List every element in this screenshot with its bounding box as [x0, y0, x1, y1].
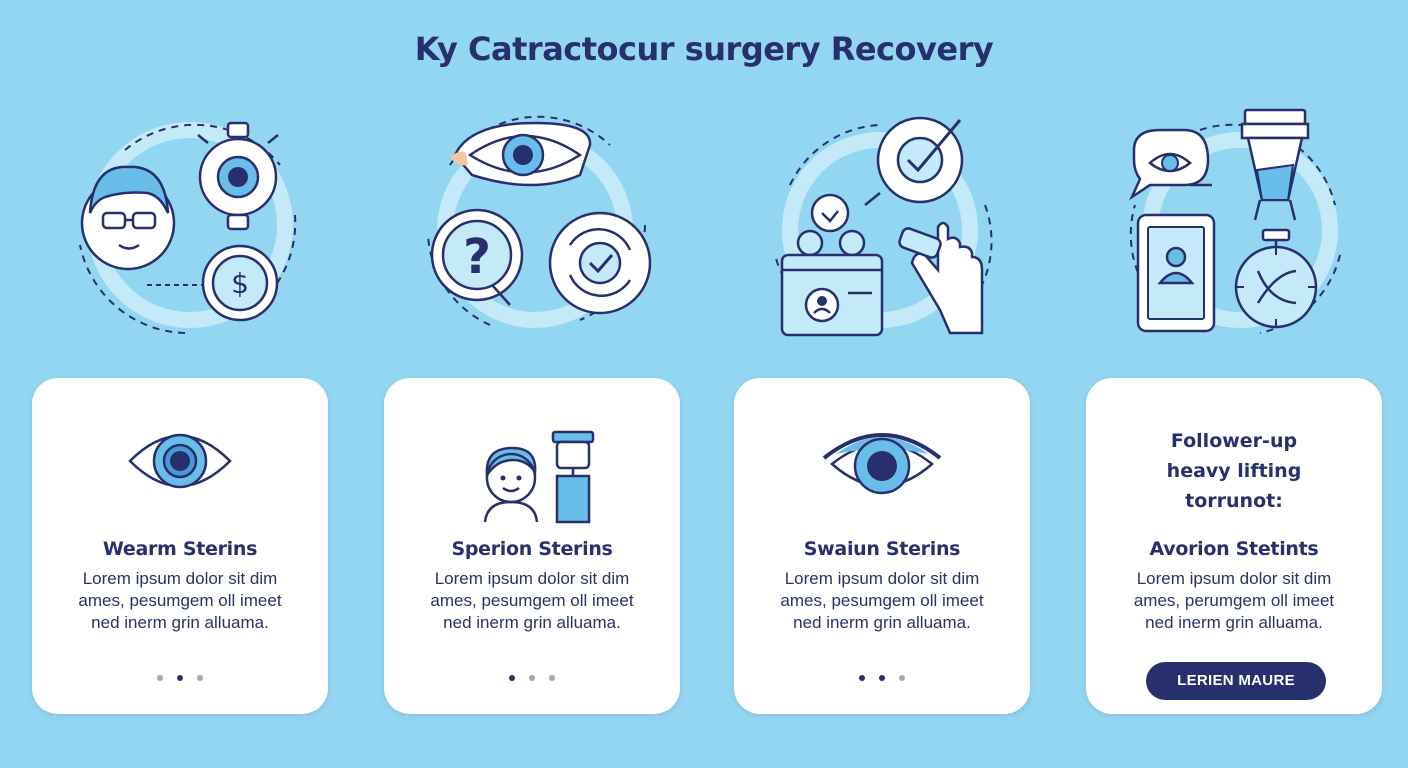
card-heading: Avorion Stetints	[1149, 538, 1319, 560]
questions-illustration: ?	[427, 115, 652, 328]
card-body: Lorem ipsum dolor sit dim ames, pesumgem…	[756, 568, 1008, 634]
pagination-dots	[734, 668, 1030, 686]
hand-pointer-icon	[898, 221, 984, 335]
eye-icon	[450, 121, 592, 187]
eye-target-icon	[197, 121, 279, 231]
pagination-dot-active[interactable]	[879, 675, 885, 681]
card-body-line: ned inerm grin alluama.	[793, 613, 971, 632]
eye-icon	[32, 426, 328, 526]
illustration-followup	[1110, 105, 1360, 345]
check-refresh-icon	[548, 211, 652, 315]
pagination-dots	[384, 668, 680, 686]
card-body-line: ned inerm grin alluama.	[443, 613, 621, 632]
illustration-consultation: $	[65, 105, 315, 345]
card-body-line: Lorem ipsum dolor sit dim	[784, 569, 980, 588]
person-with-glasses-icon	[80, 165, 176, 271]
pagination-dot[interactable]	[157, 675, 163, 681]
pagination-dot[interactable]	[197, 675, 203, 681]
card-4: Follower-up heavy lifting torrunot: Avor…	[1086, 378, 1382, 714]
eye-icon	[734, 426, 1030, 526]
card-heading: Wearm Sterins	[102, 538, 258, 560]
followup-line: Follower-up	[1170, 430, 1298, 452]
pagination-dot[interactable]	[899, 675, 905, 681]
followup-line: heavy lifting	[1166, 460, 1302, 482]
pagination-dot-active[interactable]	[177, 675, 183, 681]
pagination-dot[interactable]	[549, 675, 555, 681]
illustration-questions: ?	[410, 105, 660, 345]
id-card-icon	[780, 193, 884, 337]
chat-eye-icon	[1129, 128, 1212, 201]
followup-illustration	[1129, 108, 1341, 334]
illustration-scheduling	[760, 105, 1010, 345]
card-body-line: ames, pesumgem oll imeet	[430, 591, 634, 610]
card-body-line: ames, pesumgem oll imeet	[78, 591, 282, 610]
dollar-coin-icon: $	[147, 244, 279, 322]
card-body-line: ned inerm grin alluama.	[1145, 613, 1323, 632]
card-body-line: ned inerm grin alluama.	[91, 613, 269, 632]
clock-check-icon	[864, 116, 964, 206]
svg-text:?: ?	[463, 229, 491, 285]
pagination-dot-active[interactable]	[509, 675, 515, 681]
eye-drop-bottle-icon	[1240, 108, 1310, 221]
card-2: Sperion Sterins Lorem ipsum dolor sit di…	[384, 378, 680, 714]
card-body-line: ames, pesumgem oll imeet	[780, 591, 984, 610]
people-icon	[384, 426, 680, 526]
card-body-line: Lorem ipsum dolor sit dim	[82, 569, 278, 588]
followup-line: torrunot:	[1185, 490, 1283, 512]
card-body-line: ames, perumgem oll imeet	[1133, 591, 1335, 610]
card-body-line: Lorem ipsum dolor sit dim	[434, 569, 630, 588]
question-mark-icon: ?	[430, 208, 524, 306]
pagination-dots	[32, 668, 328, 686]
card-3: Swaiun Sterins Lorem ipsum dolor sit dim…	[734, 378, 1030, 714]
learn-more-button[interactable]: LERIEN MAURE	[1146, 662, 1326, 700]
card-heading: Sperion Sterins	[451, 538, 613, 560]
card-body-line: Lorem ipsum dolor sit dim	[1136, 569, 1332, 588]
svg-text:$: $	[231, 267, 249, 300]
pagination-dot[interactable]	[529, 675, 535, 681]
timer-icon	[1234, 228, 1318, 329]
page-title: Ky Catractocur surgery Recovery	[414, 30, 994, 68]
pagination-dot-active[interactable]	[859, 675, 865, 681]
followup-heading: Follower-up heavy lifting torrunot:	[1086, 426, 1382, 516]
card-body: Lorem ipsum dolor sit dim ames, perumgem…	[1108, 568, 1360, 634]
card-heading: Swaiun Sterins	[803, 538, 961, 560]
tablet-user-icon	[1136, 213, 1216, 333]
scheduling-illustration	[774, 116, 993, 337]
card-body: Lorem ipsum dolor sit dim ames, pesumgem…	[54, 568, 306, 634]
card-1: Wearm Sterins Lorem ipsum dolor sit dim …	[32, 378, 328, 714]
consultation-illustration: $	[79, 121, 297, 334]
card-body: Lorem ipsum dolor sit dim ames, pesumgem…	[406, 568, 658, 634]
